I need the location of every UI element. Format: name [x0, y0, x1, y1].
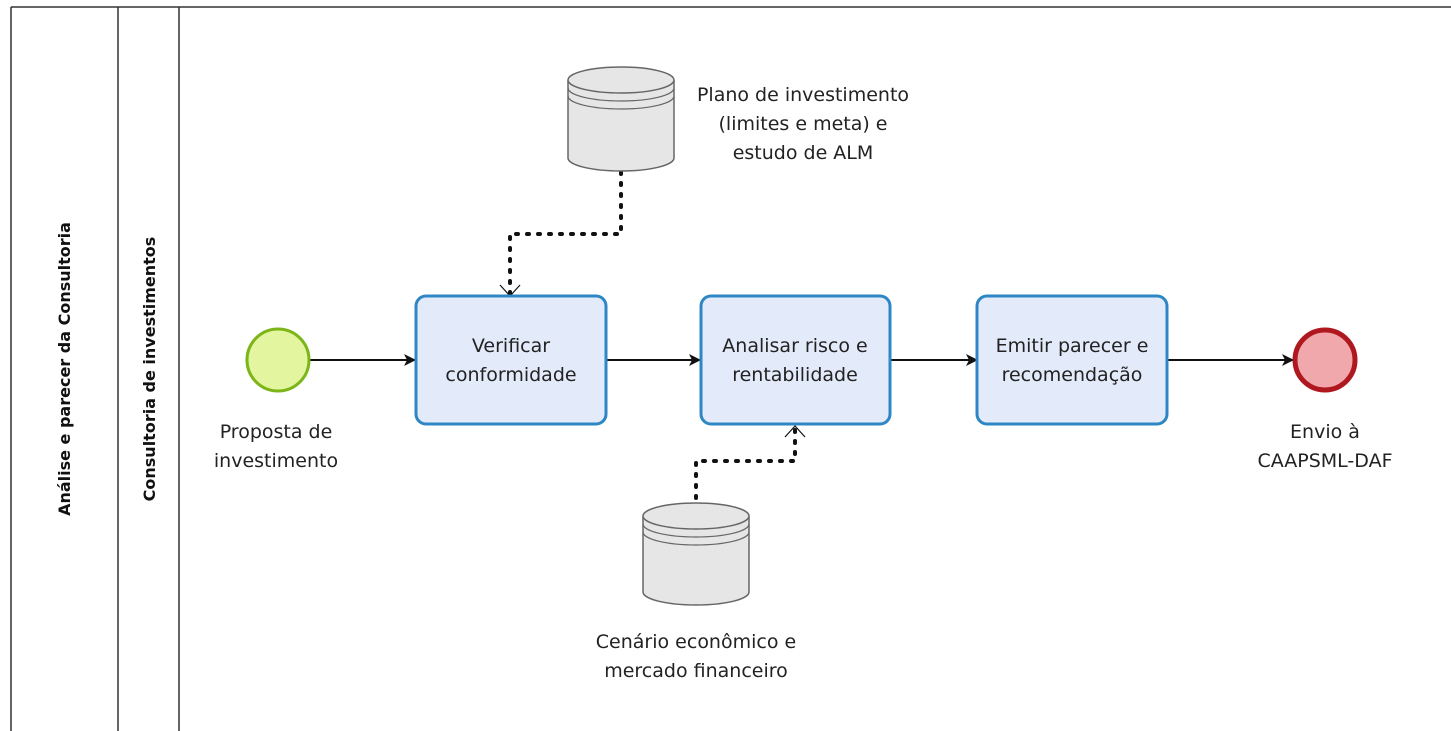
task-label-line-1: Emitir parecer e [996, 335, 1149, 357]
start-event-label-line-2: investimento [214, 450, 338, 472]
task-emitir-parecer[interactable]: Emitir parecer e recomendação [975, 294, 1169, 426]
end-event-label-line-1: Envio à [1290, 421, 1360, 443]
task-box[interactable] [975, 294, 1169, 426]
task-label-line-1: Verificar [472, 335, 550, 357]
task-box[interactable] [414, 294, 608, 426]
data-store-top [567, 66, 675, 94]
data-store-2-label-line-2: mercado financeiro [604, 660, 788, 682]
task-label-line-1: Analisar risco e [722, 335, 867, 357]
data-store-1-label-line-3: estudo de ALM [733, 142, 874, 164]
data-association-scenario-to-analyze[interactable] [694, 424, 797, 500]
data-store-ring [642, 531, 750, 546]
data-store-ring [567, 95, 675, 110]
data-store-ring [642, 523, 750, 538]
data-store-body [642, 516, 750, 606]
task-verificar-conformidade[interactable]: Verificar conformidade [414, 294, 608, 426]
data-store-cenario-economico[interactable] [642, 502, 750, 606]
data-store-plano-investimento[interactable] [567, 66, 675, 172]
pool-label: Análise e parecer da Consultoria [55, 222, 74, 516]
data-store-top [642, 502, 750, 530]
lane-label: Consultoria de investimentos [140, 237, 159, 502]
data-association-arrowhead-2 [784, 425, 806, 438]
data-store-ring [567, 87, 675, 102]
task-label-line-2: recomendação [1002, 364, 1143, 386]
start-event-label-line-1: Proposta de [220, 421, 333, 443]
data-store-1-label-line-1: Plano de investimento [697, 84, 909, 106]
task-analisar-risco[interactable]: Analisar risco e rentabilidade [699, 294, 892, 426]
data-store-1-label-line-2: (limites e meta) e [719, 113, 888, 135]
end-event-circle[interactable] [1292, 327, 1358, 393]
task-label-line-2: conformidade [445, 364, 576, 386]
end-event[interactable] [1292, 327, 1358, 393]
start-event-circle[interactable] [245, 327, 311, 393]
pool: Análise e parecer da Consultoria Consult… [10, 6, 1451, 731]
start-event[interactable] [245, 327, 311, 393]
task-label-line-2: rentabilidade [732, 364, 858, 386]
data-store-body [567, 80, 675, 172]
end-event-label-line-2: CAAPSML-DAF [1257, 450, 1392, 472]
data-association-plan-to-verify[interactable] [508, 170, 623, 297]
data-store-2-label-line-1: Cenário econômico e [596, 631, 796, 653]
task-box[interactable] [699, 294, 892, 426]
